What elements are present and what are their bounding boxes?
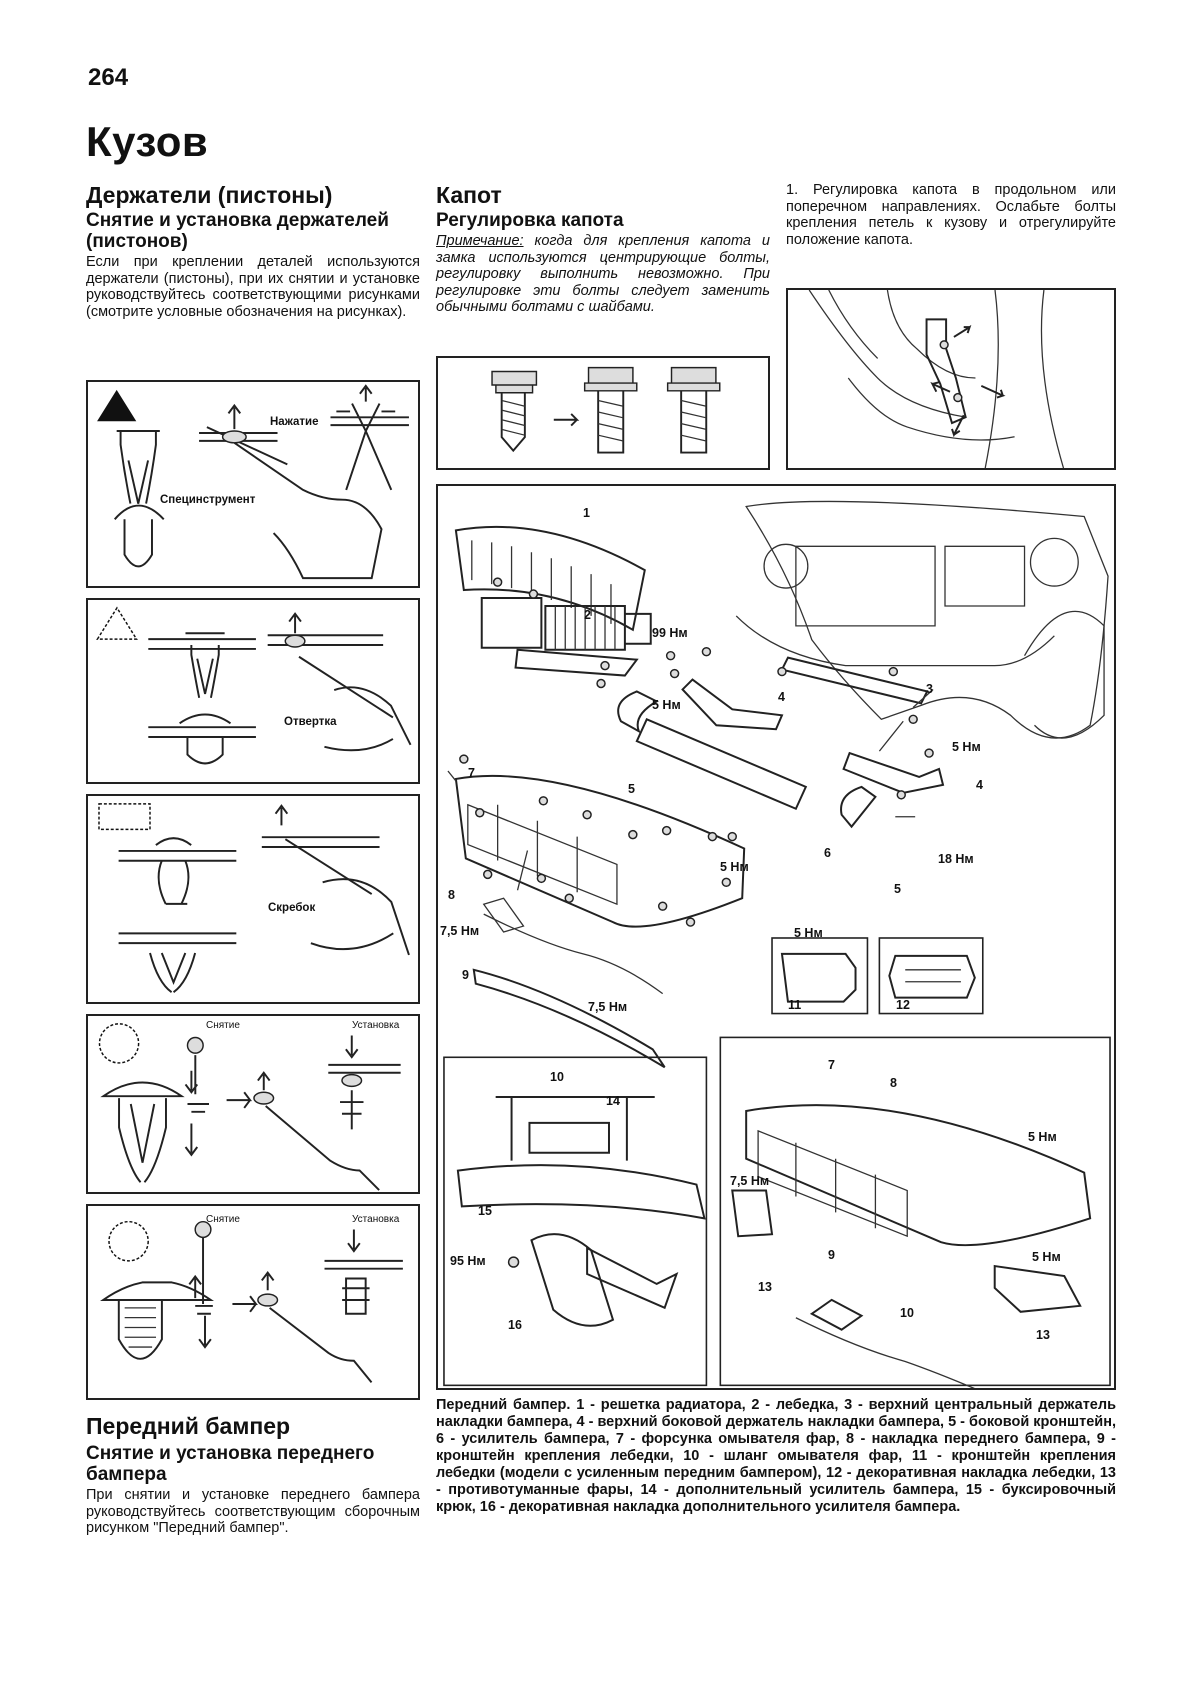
bumper-section: Передний бампер Снятие и установка перед… [86, 1413, 420, 1537]
inset1-callout-14: 14 [606, 1094, 620, 1108]
inset1-callout-15: 15 [478, 1204, 492, 1218]
fastener-figure-2-drawing [96, 606, 412, 765]
inset2-callout-8: 8 [890, 1076, 897, 1090]
front-bumper-exploded-drawing [443, 500, 1111, 1388]
inset2-torque-7-5: 7,5 Нм [730, 1174, 770, 1188]
torque-7-5-b: 7,5 Нм [588, 1000, 628, 1014]
removal-label-1: Снятие [206, 1020, 240, 1031]
callout-10: 10 [550, 1070, 564, 1084]
fastener-figure-2: Отвертка [86, 598, 420, 784]
front-bumper-diagram: 1 2 3 4 4 5 5 6 7 8 9 10 11 12 99 Нм 5 Н… [436, 484, 1116, 1390]
torque-5-d: 5 Нм [794, 926, 823, 940]
inset2-callout-10: 10 [900, 1306, 914, 1320]
inset2-callout-7: 7 [828, 1058, 835, 1072]
page-number: 264 [88, 64, 129, 91]
fasteners-text: Если при креплении деталей используются … [86, 254, 420, 320]
bumper-heading: Передний бампер [86, 1413, 291, 1439]
callout-5a: 5 [628, 782, 635, 796]
hood-adjust-text: 1. Регулировка капота в продольном или п… [786, 182, 1116, 248]
callout-4b: 4 [976, 778, 983, 792]
special-tool-label: Специнструмент [160, 494, 256, 506]
diagram-caption-block: Передний бампер. 1 - решетка радиатора, … [436, 1397, 1116, 1516]
torque-18: 18 Нм [938, 852, 974, 866]
fastener-figure-5-drawing [100, 1220, 403, 1383]
fasteners-heading: Держатели (пистоны) [86, 182, 333, 208]
diagram-caption: Передний бампер. 1 - решетка радиатора, … [436, 1397, 1116, 1515]
install-label-2: Установка [352, 1214, 400, 1225]
note-text: когда для крепления капота и замка испол… [436, 233, 770, 315]
inset2-callout-13a: 13 [758, 1280, 772, 1294]
fastener-figure-3-drawing [98, 803, 410, 993]
callout-8: 8 [448, 888, 455, 902]
callout-9: 9 [462, 968, 469, 982]
inset2-callout-13b: 13 [1036, 1328, 1050, 1342]
callout-11: 11 [788, 998, 802, 1012]
torque-99: 99 Нм [652, 626, 688, 640]
bumper-text: При снятии и установке переднего бампера… [86, 1487, 420, 1536]
bolts-figure [436, 356, 770, 470]
callout-7: 7 [468, 766, 475, 780]
inset2-torque-5-a: 5 Нм [1028, 1130, 1057, 1144]
callout-6: 6 [824, 846, 831, 860]
hood-hinge-figure [786, 288, 1116, 470]
callout-12: 12 [896, 998, 910, 1012]
torque-5-a: 5 Нм [652, 698, 681, 712]
removal-label-2: Снятие [206, 1214, 240, 1225]
bolts-figure-drawing [491, 366, 721, 454]
hood-subheading: Регулировка капота [436, 210, 624, 231]
left-intro: Держатели (пистоны) Снятие и установка д… [86, 182, 420, 320]
hood-note: Примечание: когда для крепления капота и… [436, 233, 770, 316]
inset2-torque-5-b: 5 Нм [1032, 1250, 1061, 1264]
scraper-label: Скребок [268, 902, 316, 914]
torque-5-b: 5 Нм [952, 740, 981, 754]
hood-hinge-figure-drawing [808, 290, 1065, 468]
torque-5-c: 5 Нм [720, 860, 749, 874]
pressing-label: Нажатие [270, 416, 319, 428]
torque-7-5-a: 7,5 Нм [440, 924, 480, 938]
inset2-callout-9: 9 [828, 1248, 835, 1262]
hood-section: Капот Регулировка капота Примечание: ког… [436, 182, 770, 316]
install-label-1: Установка [352, 1020, 400, 1031]
section-title: Кузов [86, 118, 209, 165]
fastener-figure-3: Скребок [86, 794, 420, 1004]
fastener-figure-1-drawing [97, 384, 409, 580]
callout-2: 2 [584, 608, 591, 622]
callout-3: 3 [926, 682, 933, 696]
inset1-callout-16: 16 [508, 1318, 522, 1332]
note-label: Примечание: [436, 233, 524, 249]
callout-5b: 5 [894, 882, 901, 896]
callout-4a: 4 [778, 690, 785, 704]
bumper-subheading: Снятие и установка переднего бампера [86, 1443, 375, 1485]
fastener-figure-5: Снятие Установка [86, 1204, 420, 1400]
hood-adjust-section: 1. Регулировка капота в продольном или п… [786, 182, 1116, 248]
hood-heading: Капот [436, 182, 502, 208]
fasteners-subheading: Снятие и установка держателей (пистонов) [86, 210, 389, 252]
fastener-figure-4-drawing [98, 1023, 401, 1191]
screwdriver-label: Отвертка [284, 716, 337, 728]
callout-1: 1 [583, 506, 590, 520]
fastener-figure-4: Снятие Установка [86, 1014, 420, 1194]
inset1-torque-95: 95 Нм [450, 1254, 486, 1268]
fastener-figure-1: Нажатие Специнструмент [86, 380, 420, 588]
